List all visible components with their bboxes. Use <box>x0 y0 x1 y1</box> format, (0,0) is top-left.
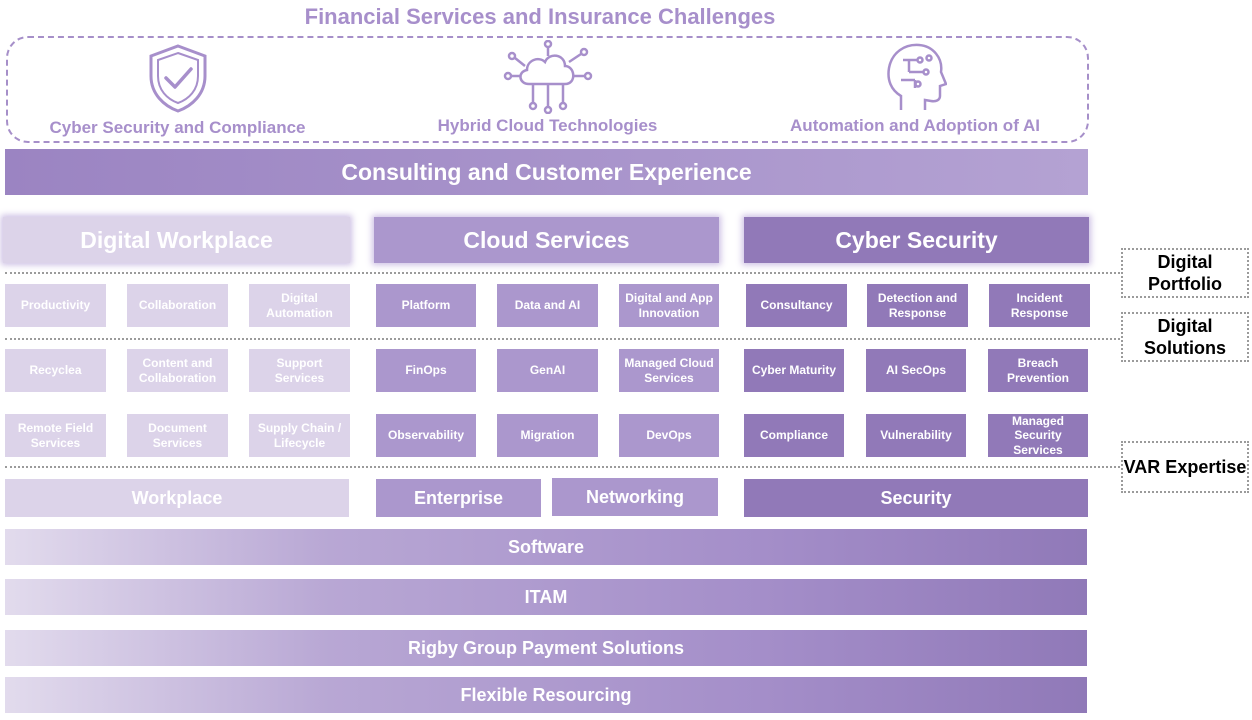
cell-managed-cloud: Managed Cloud Services <box>619 349 719 392</box>
pillar-cloud-services: Cloud Services <box>374 217 719 263</box>
var-networking: Networking <box>552 478 718 516</box>
cell-consultancy: Consultancy <box>746 284 847 327</box>
cell-detection-response: Detection and Response <box>867 284 968 327</box>
cell-vulnerability: Vulnerability <box>866 414 966 457</box>
cell-genai: GenAI <box>497 349 598 392</box>
bar-payment-solutions: Rigby Group Payment Solutions <box>5 630 1087 666</box>
cell-data-ai: Data and AI <box>497 284 598 327</box>
bar-itam: ITAM <box>5 579 1087 615</box>
tag-var-expertise: VAR Expertise <box>1121 441 1249 493</box>
consulting-banner: Consulting and Customer Experience <box>5 149 1088 195</box>
cell-digital-automation: Digital Automation <box>249 284 350 327</box>
bar-flexible-resourcing: Flexible Resourcing <box>5 677 1087 713</box>
cell-incident-response: Incident Response <box>989 284 1090 327</box>
cell-observability: Observability <box>376 414 476 457</box>
cell-platform: Platform <box>376 284 476 327</box>
pillar-cyber-security: Cyber Security <box>744 217 1089 263</box>
page-title: Financial Services and Insurance Challen… <box>304 4 776 29</box>
separator-line <box>5 272 1120 274</box>
challenges-box <box>6 36 1089 143</box>
challenge-label: Automation and Adoption of AI <box>790 116 1040 135</box>
cell-productivity: Productivity <box>5 284 106 327</box>
challenge-label: Hybrid Cloud Technologies <box>437 116 658 135</box>
pillar-digital-workplace: Digital Workplace <box>3 217 350 263</box>
ai-head-icon <box>887 43 947 110</box>
tag-digital-solutions: Digital Solutions <box>1121 312 1249 362</box>
challenge-cyber: Cyber Security and Compliance <box>30 42 325 138</box>
challenge-ai: Automation and Adoption of AI <box>770 40 1060 136</box>
cell-document-services: Document Services <box>127 414 228 457</box>
challenge-cloud: Hybrid Cloud Technologies <box>410 40 685 136</box>
challenge-label: Cyber Security and Compliance <box>49 118 306 137</box>
cell-content-collaboration: Content and Collaboration <box>127 349 228 392</box>
separator-line <box>5 338 1120 340</box>
cell-remote-field: Remote Field Services <box>5 414 106 457</box>
tag-digital-portfolio: Digital Portfolio <box>1121 248 1249 298</box>
cell-breach-prevention: Breach Prevention <box>988 349 1088 392</box>
cell-collaboration: Collaboration <box>127 284 228 327</box>
var-security: Security <box>744 479 1088 517</box>
separator-line <box>5 466 1120 468</box>
cell-devops: DevOps <box>619 414 719 457</box>
cell-supply-chain: Supply Chain / Lifecycle <box>249 414 350 457</box>
cell-ai-secops: AI SecOps <box>866 349 966 392</box>
var-enterprise: Enterprise <box>376 479 541 517</box>
cell-recyclea: Recyclea <box>5 349 106 392</box>
cell-compliance: Compliance <box>744 414 844 457</box>
bar-software: Software <box>5 529 1087 565</box>
cloud-network-icon <box>503 40 592 114</box>
var-workplace: Workplace <box>5 479 349 517</box>
cell-migration: Migration <box>497 414 598 457</box>
cell-managed-security: Managed Security Services <box>988 414 1088 457</box>
cell-support-services: Support Services <box>249 349 350 392</box>
cell-digital-app-innovation: Digital and App Innovation <box>619 284 719 327</box>
shield-check-icon <box>149 44 206 113</box>
cell-finops: FinOps <box>376 349 476 392</box>
cell-cyber-maturity: Cyber Maturity <box>744 349 844 392</box>
